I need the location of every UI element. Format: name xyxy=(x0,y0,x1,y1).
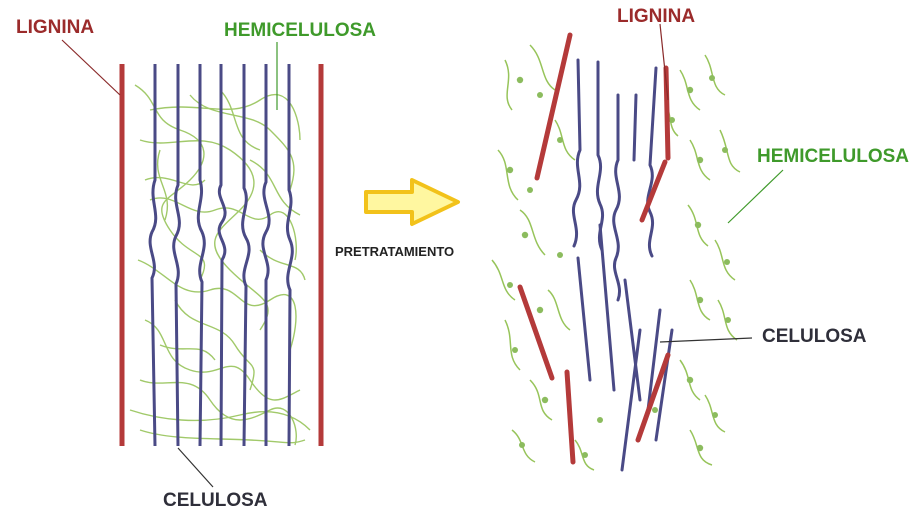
right-lignin-fragments xyxy=(520,35,668,462)
left-structure xyxy=(62,40,321,487)
pretreatment-arrow xyxy=(366,180,458,224)
left-celulosa-label: CELULOSA xyxy=(163,490,268,512)
left-cellulose-fibers xyxy=(150,64,292,446)
left-hemicelulosa-label: HEMICELULOSA xyxy=(224,20,376,42)
right-hemicelulosa-label: HEMICELULOSA xyxy=(757,146,909,168)
right-structure xyxy=(492,24,783,470)
right-celulosa-pointer xyxy=(660,338,752,342)
right-hemicelulosa-pointer xyxy=(728,170,783,223)
yellow-arrow-icon xyxy=(366,180,458,224)
pretratamiento-label: PRETRATAMIENTO xyxy=(335,244,454,259)
left-lignina-pointer xyxy=(62,40,120,95)
left-celulosa-pointer xyxy=(178,448,213,487)
left-lignina-label: LIGNINA xyxy=(16,17,94,39)
right-lignina-label: LIGNINA xyxy=(617,6,695,28)
right-celulosa-label: CELULOSA xyxy=(762,326,867,348)
